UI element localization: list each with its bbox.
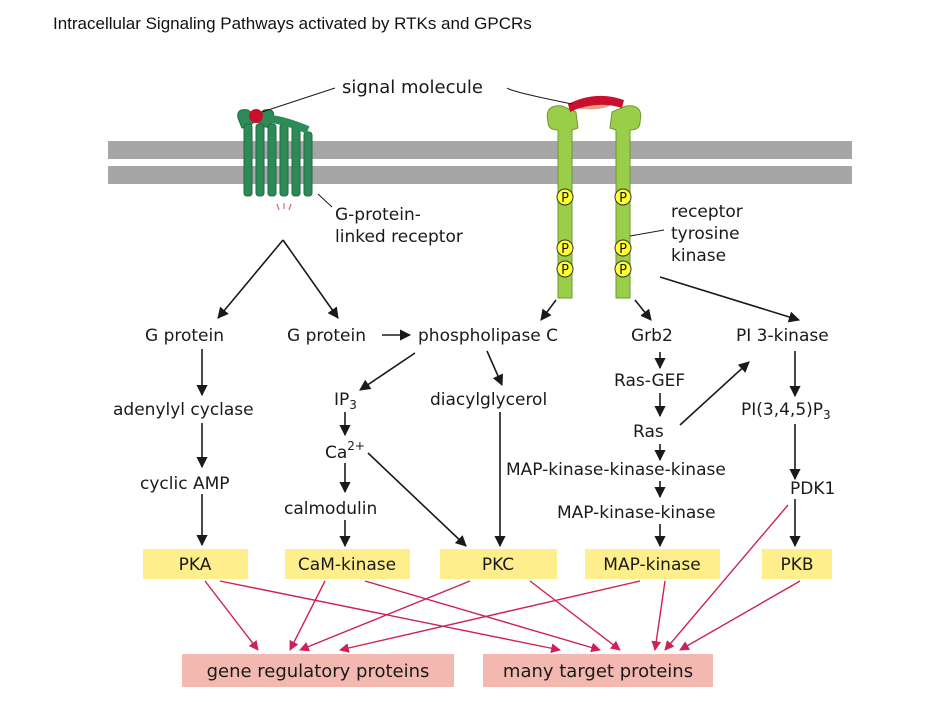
node-adenylyl-cyclase: adenylyl cyclase xyxy=(113,400,254,420)
gpcr-label-line1: G-protein- xyxy=(335,205,421,225)
node-ip3: IP3 xyxy=(334,390,357,412)
node-g-protein-left: G protein xyxy=(145,326,224,346)
node-ras-gef: Ras-GEF xyxy=(614,371,685,391)
gpcr-label-line2: linked receptor xyxy=(335,227,463,247)
node-pdk1: PDK1 xyxy=(790,479,835,499)
signal-molecule-label: signal molecule xyxy=(342,77,483,98)
node-calmodulin: calmodulin xyxy=(284,499,377,519)
kinase-mapk: MAP-kinase xyxy=(603,555,700,575)
node-mapkk: MAP-kinase-kinase xyxy=(557,503,716,523)
svg-text:P: P xyxy=(619,263,627,278)
svg-text:P: P xyxy=(561,191,569,206)
node-grb2: Grb2 xyxy=(631,326,673,346)
pathway-arrows xyxy=(196,239,801,548)
node-ca: Ca2+ xyxy=(325,439,365,463)
rtk-label-line2: tyrosine xyxy=(671,224,740,244)
node-phospholipase-c: phospholipase C xyxy=(418,326,558,346)
rtk-label-line1: receptor xyxy=(671,202,743,222)
node-pip3: PI(3,4,5)P3 xyxy=(741,400,831,422)
node-ras: Ras xyxy=(633,422,664,442)
svg-text:P: P xyxy=(561,263,569,278)
rtk-label-line3: kinase xyxy=(671,246,726,266)
gpcr-receptor xyxy=(237,109,313,197)
node-pi3-kinase: PI 3-kinase xyxy=(736,326,829,346)
activation-ticks-icon xyxy=(276,203,292,211)
phosphate-group: P P P P P P xyxy=(556,188,632,278)
svg-text:P: P xyxy=(619,242,627,257)
gpcr-signal-icon xyxy=(249,109,263,123)
node-diacylglycerol: diacylglycerol xyxy=(430,390,547,410)
svg-text:P: P xyxy=(619,191,627,206)
target-arrows xyxy=(204,504,801,654)
node-g-protein-right: G protein xyxy=(287,326,366,346)
kinase-pkc: PKC xyxy=(482,555,514,575)
leader-lines xyxy=(261,87,665,237)
kinase-boxes: PKA CaM-kinase PKC MAP-kinase PKB xyxy=(143,549,832,579)
rtk-signal-icon xyxy=(568,95,624,112)
svg-text:P: P xyxy=(561,242,569,257)
kinase-camk: CaM-kinase xyxy=(298,555,396,575)
target-boxes: gene regulatory proteins many target pro… xyxy=(182,654,713,687)
pathway-nodes: G protein G protein phospholipase C Grb2… xyxy=(113,326,835,523)
target-many-proteins: many target proteins xyxy=(503,661,693,682)
node-mapkkk: MAP-kinase-kinase-kinase xyxy=(506,460,726,480)
target-gene-regulatory: gene regulatory proteins xyxy=(207,661,430,682)
kinase-pkb: PKB xyxy=(780,555,813,575)
cell-membrane xyxy=(108,141,852,184)
page-title: Intracellular Signaling Pathways activat… xyxy=(53,14,532,33)
kinase-pka: PKA xyxy=(179,555,212,575)
node-cyclic-amp: cyclic AMP xyxy=(140,474,230,494)
